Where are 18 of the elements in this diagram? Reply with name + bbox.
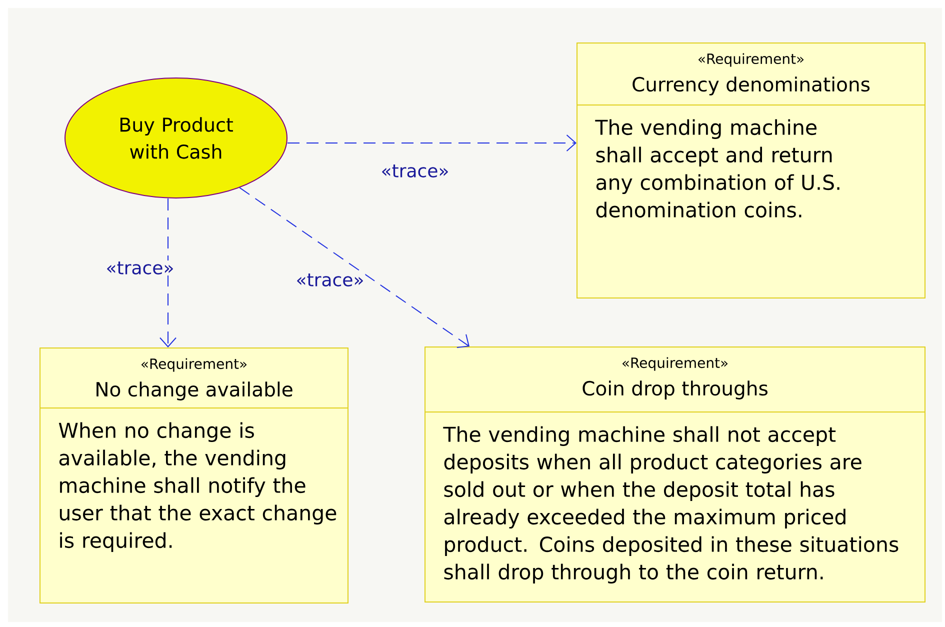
requirement-text: The vending machine shall not accept deposits when all product categories are sold out or when the deposit total has already exceeded the maximum priced product. Coins deposited in these situations shall drop through to the coin return.: [443, 426, 898, 584]
requirement-title: No change available: [96, 382, 292, 400]
requirement-box: [40, 348, 348, 604]
requirement-text: The vending machine shall accept and return any combination of U.S. denomination coins.: [595, 119, 840, 218]
edge-label: «trace»: [294, 272, 366, 288]
requirement-box: [576, 42, 926, 298]
trace-arrow: [239, 187, 470, 348]
edge-label: «trace»: [380, 164, 450, 178]
stereotype-label: «Requirement»: [622, 357, 728, 371]
requirement-box: [424, 346, 926, 602]
stereotype-label: «Requirement»: [142, 358, 247, 372]
requirement-title: Coin drop throughs: [582, 380, 768, 400]
edge-label: «trace»: [104, 260, 176, 276]
stereotype-label: «Requirement»: [698, 53, 804, 67]
requirement-text: When no change is available, the vending machine shall notify the user that the exact change is required.: [58, 422, 336, 552]
requirement-title: Currency denominations: [632, 76, 870, 96]
trace-arrow: [287, 134, 576, 152]
trace-arrow: [160, 198, 176, 348]
